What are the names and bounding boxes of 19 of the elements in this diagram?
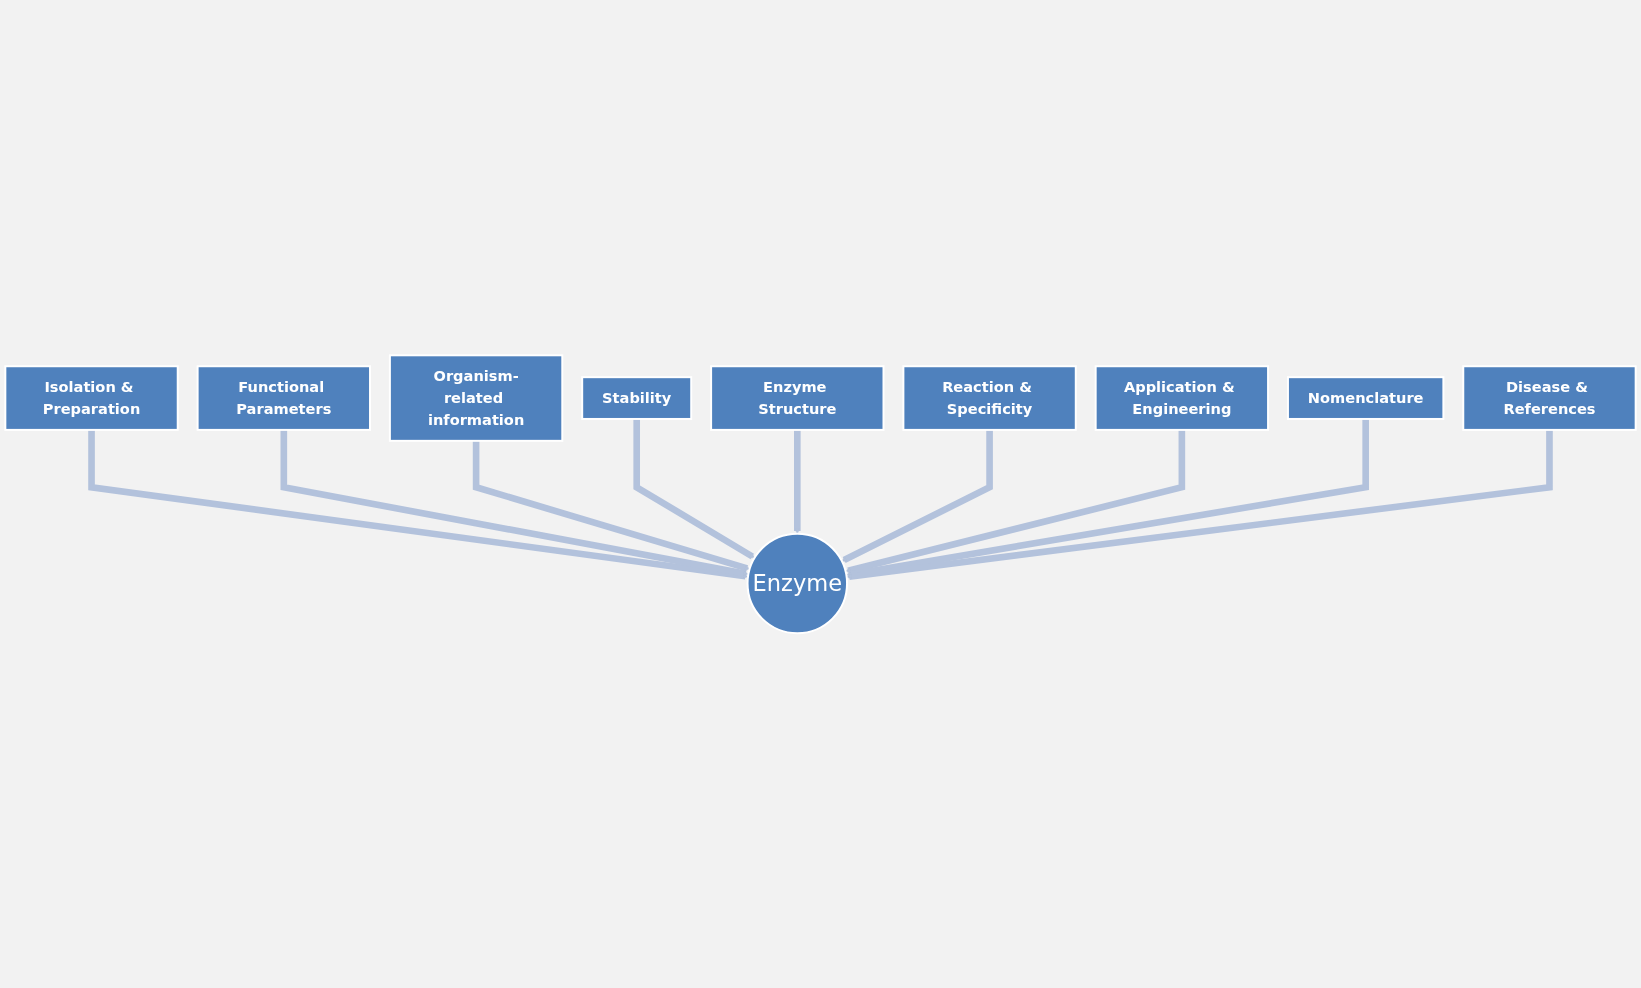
arrow: [846, 429, 1553, 580]
node-box: Disease & References: [1462, 365, 1637, 431]
node-box: Application & Engineering: [1094, 365, 1270, 431]
arrow: [845, 429, 1186, 574]
node-box: Nomenclature: [1286, 375, 1445, 420]
arrow: [88, 429, 749, 580]
arrow: [841, 429, 993, 563]
node-box: Functional Parameters: [196, 365, 371, 431]
arrow: [280, 429, 749, 577]
node-box: Enzyme Structure: [710, 365, 885, 431]
node-box: Isolation & Preparation: [4, 365, 179, 431]
node-box: Organism-related information: [388, 354, 564, 442]
arrow: [794, 429, 801, 534]
arrow: [472, 440, 750, 572]
arrow: [633, 418, 755, 560]
node-box: Reaction & Specificity: [902, 365, 1077, 431]
arrow: [846, 418, 1369, 578]
node-box: Stability: [581, 375, 693, 420]
node-circle: Enzyme: [746, 532, 849, 634]
